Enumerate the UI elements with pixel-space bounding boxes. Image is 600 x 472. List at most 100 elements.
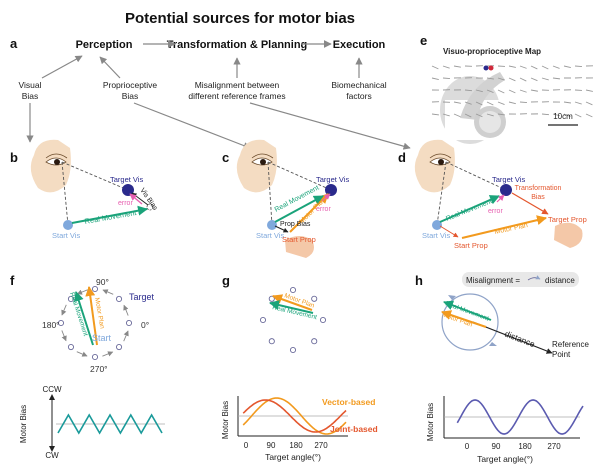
map-vector [464,101,472,105]
vector-based-label: Vector-based [322,397,375,407]
joint-based-label: Joint-based [330,424,378,434]
map-vector [519,65,527,69]
xlabel-h: Target angle(°) [477,454,533,464]
map-vector [497,77,505,81]
circle-diagram-g [259,286,327,354]
error-label-b: error [118,200,133,207]
panel-letter-g: g [222,273,230,288]
rotation-arrow [61,330,67,342]
execution-label: Execution [333,39,386,51]
panel-letter-b: b [10,150,18,165]
map-vector [453,101,461,104]
error-arrow-c [321,193,331,202]
panel-letter-e: e [420,33,427,48]
svg-text:0: 0 [244,441,249,450]
xlabel-g: Target angle(°) [265,452,321,462]
eye-d [414,139,455,193]
motor-plan-arrow-h [441,310,487,328]
transformation-bias-arrow-d [511,192,549,215]
start-vis-dot-b [63,220,73,230]
map-vector [464,89,473,92]
ylabel-g: Motor Bias [221,401,230,439]
map-vector [453,113,461,118]
panel-letter-h: h [415,273,423,288]
map-vector [585,101,593,106]
target-circle [115,295,123,303]
panel-letter-d: d [398,150,406,165]
map-vector [486,113,494,117]
motor-plan-arrow-f [85,286,98,346]
map-vector [563,65,571,68]
start-vis-label-d: Start Vis [422,231,450,240]
error-arrow-b [129,193,143,205]
arrow-prop-to-c [133,102,251,150]
target-vis-dot-b [122,184,134,196]
eye-c [236,139,277,193]
scale-label: 10cm [553,112,573,121]
map-vector [497,89,505,94]
rotation-arrow [123,330,129,342]
target-circle [115,343,123,351]
target-vis-label-b: Target Vis [110,175,143,184]
target-circle [311,338,318,345]
map-vector [442,77,451,80]
g-xticks: 0 90 180 270 [244,441,328,450]
ylabel-f: Motor Bias [19,405,28,443]
svg-text:270: 270 [314,441,328,450]
map-vector [486,89,494,93]
real-movement-label-d: Real Movement [445,198,493,223]
rotation-arrow [76,289,88,295]
map-vector [464,113,472,118]
map-vector [431,113,439,116]
h-rotation-circle [441,293,499,351]
panel-letter-c: c [222,150,229,165]
target-circle [259,316,267,324]
error-label-c: error [316,206,331,213]
target-circle [67,343,75,351]
rotation-arrow [61,304,67,316]
map-vector [475,89,483,93]
map-vector [574,113,582,118]
svg-text:180: 180 [518,442,532,451]
map-vector [530,77,538,82]
target-vis-dot-d [500,184,512,196]
visuo-prop-map [431,65,594,144]
map-vector [585,89,593,92]
rotation-arrow [76,351,88,357]
misalignment-distance-label: distance [545,276,575,285]
motor-plan-arrow-g [272,294,313,311]
target-circle [289,286,297,294]
svg-text:90: 90 [267,441,276,450]
perception-label: Perception [76,39,133,51]
map-vector [530,65,538,70]
angle-180-label: 180° [42,320,60,330]
real-movement-label-b: Real Movement [84,208,138,226]
map-vector [519,101,528,104]
hand-c [285,236,314,258]
map-vector [541,77,549,81]
target-circle [91,285,99,293]
target-circle [125,319,133,327]
map-vector [508,65,516,68]
figure-title: Potential sources for motor bias [125,10,355,27]
target-circle [57,319,65,327]
target-vis-dot-c [325,184,337,196]
joint-based-curve [242,399,347,433]
target-circle [268,338,275,345]
misalignment-eq-label: Misalignment = [466,276,520,285]
map-vector [475,113,483,118]
svg-text:180: 180 [289,441,303,450]
error-arrow-d [496,194,505,203]
vector-based-curve [242,397,347,435]
prop-bias-arrow-c [274,225,289,233]
map-vector [563,101,571,104]
map-vector [486,77,494,80]
target-vis-label-d: Target Vis [492,175,525,184]
map-vector [475,101,483,106]
map-vector [585,113,593,118]
start-vis-dot-c [267,220,277,230]
